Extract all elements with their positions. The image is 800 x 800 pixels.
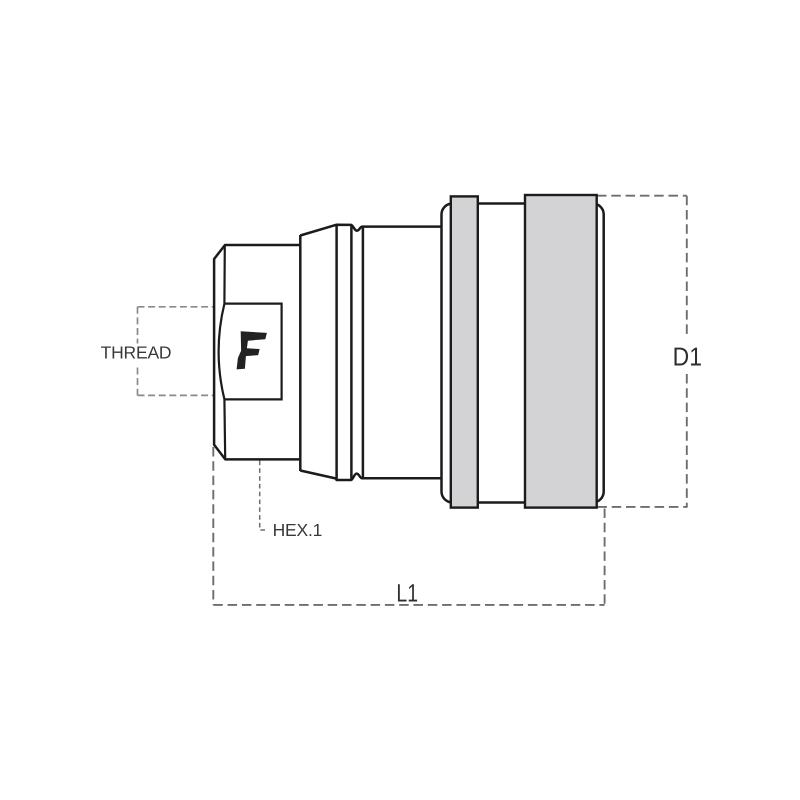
svg-text:L1: L1 — [396, 580, 418, 608]
svg-text:D1: D1 — [673, 342, 702, 372]
svg-text:HEX.1: HEX.1 — [273, 520, 323, 540]
svg-text:THREAD: THREAD — [101, 343, 172, 363]
